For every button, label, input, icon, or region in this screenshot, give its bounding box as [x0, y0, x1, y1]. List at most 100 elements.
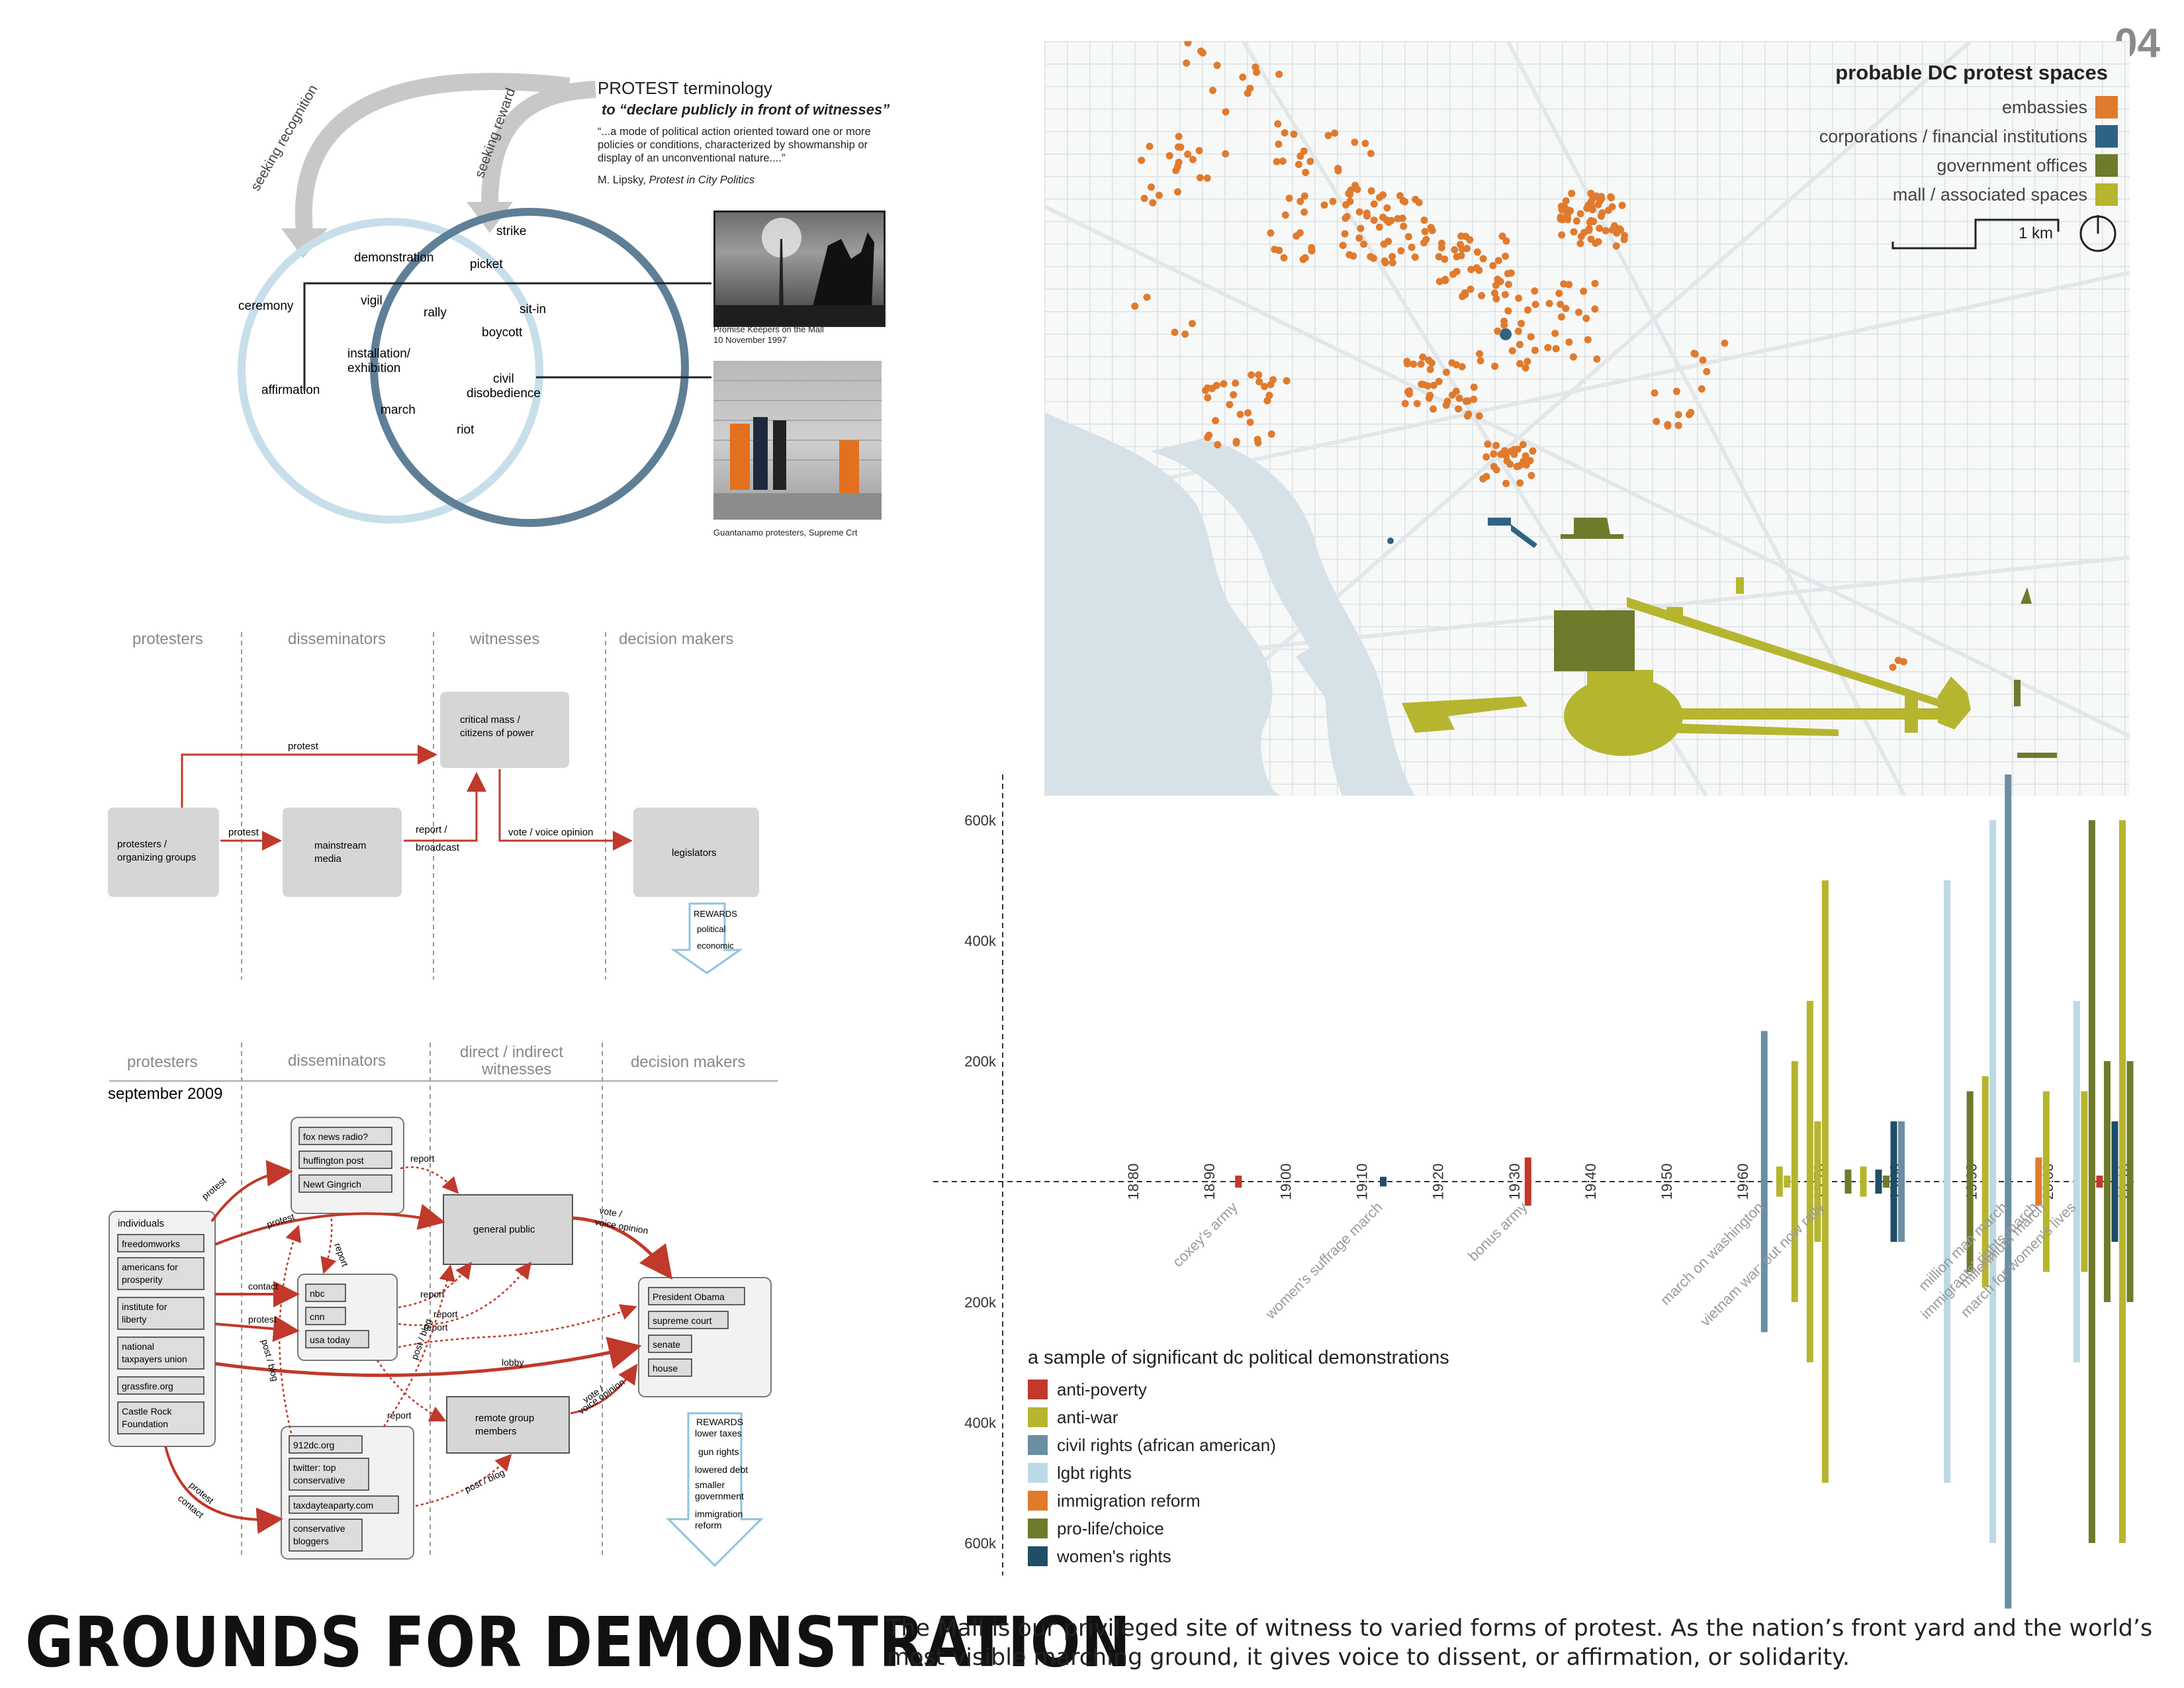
embassy-dot — [1209, 87, 1216, 95]
flow2-date: september 2009 — [108, 1085, 222, 1103]
embassy-dot — [1494, 327, 1502, 335]
y-tick-label-up: 400k — [964, 933, 997, 949]
embassy-dot — [1394, 214, 1402, 222]
embassy-dot — [1419, 353, 1427, 361]
embassy-dot — [1236, 410, 1244, 418]
embassy-dot — [1181, 330, 1189, 338]
embassy-dot — [1457, 252, 1465, 259]
circle-recognition — [238, 218, 543, 524]
embassy-dot — [1415, 199, 1423, 207]
embassy-dot — [1498, 232, 1506, 240]
embassy-dot — [1544, 344, 1552, 352]
chart-legend-label: immigration reform — [1057, 1490, 1201, 1511]
embassy-dot — [1466, 236, 1474, 244]
embassy-dot — [1420, 239, 1428, 247]
embassy-dot — [1413, 400, 1421, 408]
embassy-dot — [1379, 191, 1387, 199]
embassy-dot — [1502, 237, 1510, 245]
flow2-edge-report4 — [398, 1262, 532, 1327]
embassy-dot — [1341, 230, 1349, 238]
embassy-dot — [1518, 320, 1525, 328]
flow2-node-remote-members — [446, 1396, 570, 1454]
embassy-dot — [1367, 150, 1375, 158]
embassy-dot — [1306, 158, 1314, 165]
embassy-dot — [1329, 197, 1337, 205]
embassy-dot — [1674, 422, 1682, 430]
embassy-dot — [1275, 70, 1283, 78]
embassy-dot — [1458, 363, 1466, 371]
embassy-dot — [1355, 234, 1363, 242]
embassy-dot — [1585, 226, 1593, 234]
x-tick-label: 18:90 — [1201, 1163, 1218, 1199]
embassy-dot — [1255, 378, 1263, 386]
flow2-individual-ifl-1: institute for — [122, 1301, 167, 1312]
embassy-dot — [1621, 232, 1629, 240]
page-title: GROUNDS FOR DEMONSTRATION — [25, 1602, 1132, 1683]
event-bar — [1380, 1176, 1387, 1187]
embassy-dot — [1598, 212, 1605, 220]
embassy-dot — [1208, 385, 1216, 393]
embassy-dot — [1587, 235, 1595, 243]
photo1-caption-line1: Promise Keepers on the Mall — [713, 324, 824, 334]
flow2-individual-ntu-2: taxpayers union — [122, 1354, 187, 1364]
term-civil-line2: disobedience — [467, 387, 541, 400]
embassy-dot — [1476, 350, 1483, 357]
embassy-dot — [1457, 240, 1464, 248]
flow2-edge-post1-label: post / blog — [259, 1338, 281, 1383]
embassy-dot — [1491, 362, 1499, 370]
embassy-dot — [1175, 158, 1183, 166]
flow2-reward-gov-1: smaller — [695, 1479, 725, 1490]
chart-legend-swatch — [1028, 1491, 1048, 1511]
terminology-definition: to “declare publicly in front of witness… — [602, 101, 890, 118]
embassy-dot — [1584, 336, 1592, 344]
chart-legend-swatch — [1028, 1435, 1048, 1455]
embassy-dot — [1591, 279, 1599, 287]
event-bar — [1966, 1091, 1974, 1272]
embassy-dot — [1478, 292, 1486, 300]
flow2-edge-post3 — [415, 1454, 512, 1507]
embassy-dot — [1205, 432, 1213, 439]
flow2-col-witnesses-1: direct / indirect — [460, 1043, 563, 1061]
embassy-dot — [1565, 281, 1573, 289]
embassy-dot — [1324, 132, 1332, 140]
embassy-dot — [1479, 255, 1487, 263]
embassy-dot — [1214, 441, 1222, 449]
x-tick-label: 19:00 — [1277, 1163, 1294, 1199]
flow1-edge-vote — [498, 769, 633, 851]
term-boycott: boycott — [482, 326, 523, 340]
embassy-dot — [1569, 353, 1577, 361]
embassy-dot — [1473, 264, 1480, 272]
chart-legend-label: lgbt rights — [1057, 1462, 1132, 1483]
embassy-dot — [1482, 453, 1490, 461]
flow2-edge-protest3 — [214, 1315, 300, 1342]
embassy-dot — [1417, 360, 1425, 368]
embassy-dot — [1583, 205, 1591, 212]
embassy-dot — [1560, 280, 1568, 288]
embassy-dot — [1346, 191, 1354, 199]
flow-diagram-sept2009: protesters disseminators direct / indire… — [108, 1043, 778, 1568]
embassy-dot — [1698, 385, 1706, 393]
embassy-dot — [1222, 108, 1230, 116]
photo2-caption: Guantanamo protesters, Supreme Crt — [713, 528, 858, 538]
flow2-edge-report6-label: report — [433, 1309, 458, 1319]
embassy-dot — [1353, 185, 1361, 193]
embassy-dot — [1442, 368, 1450, 376]
embassy-dot — [1508, 347, 1516, 355]
event-bar — [1760, 1031, 1768, 1333]
event-bar — [2103, 1061, 2111, 1302]
event-bar — [2005, 774, 2012, 1609]
embassy-dot — [1490, 463, 1498, 471]
embassy-dot — [1441, 275, 1449, 283]
embassy-dot — [1522, 452, 1529, 460]
flow2-media-nbc: nbc — [310, 1288, 325, 1299]
photo1-caption: Promise Keepers on the Mall 10 November … — [713, 324, 824, 346]
flow2-decision-court: supreme court — [653, 1315, 712, 1326]
embassy-dot — [1204, 394, 1212, 402]
x-tick-label: 19:50 — [1659, 1163, 1675, 1199]
embassy-dot — [1494, 257, 1502, 265]
embassy-dot — [1177, 143, 1185, 151]
embassy-dot — [1565, 338, 1573, 346]
embassy-dot — [1522, 364, 1529, 372]
embassy-dot — [1367, 253, 1375, 261]
embassy-dot — [1721, 339, 1729, 347]
